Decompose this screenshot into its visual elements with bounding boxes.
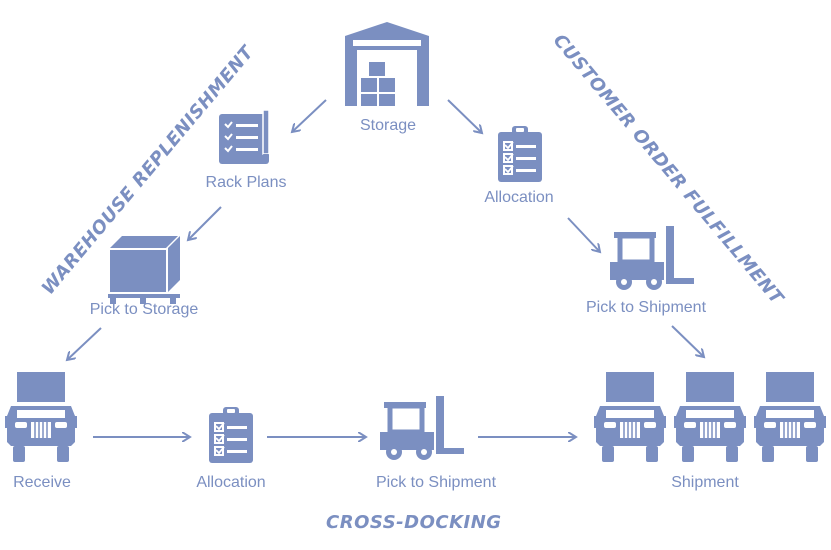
arrow-pick-storage-to-receive — [67, 327, 102, 360]
forklift-icon — [610, 226, 694, 290]
node-label-pick-to-shipment-bottom: Pick to Shipment — [375, 474, 497, 491]
node-label-pick-to-storage: Pick to Storage — [89, 301, 199, 318]
pallet-box-icon — [108, 236, 180, 304]
arrow-rack-plans-to-pick-storage — [188, 206, 222, 240]
flow-arrows — [67, 99, 704, 437]
clipboard-icon — [497, 125, 543, 183]
clipboard-icon — [208, 406, 254, 464]
node-label-pick-to-shipment-top: Pick to Shipment — [585, 299, 707, 316]
arrow-allocation-to-forklift — [567, 217, 600, 252]
node-label-rack-plans: Rack Plans — [205, 174, 287, 191]
node-label-allocation-top: Allocation — [484, 189, 554, 206]
warehouse-icon — [345, 22, 429, 106]
arrow-storage-to-allocation — [447, 99, 482, 133]
truck-icon — [593, 371, 667, 463]
truck-icon — [753, 371, 827, 463]
arrow-storage-to-rack-plans — [292, 99, 327, 132]
truck-icon — [4, 371, 78, 463]
forklift-icon — [380, 396, 464, 460]
node-label-receive: Receive — [13, 474, 71, 491]
truck-icon — [673, 371, 747, 463]
node-label-storage: Storage — [359, 117, 417, 134]
section-title-cross-docking: CROSS-DOCKING — [326, 512, 502, 533]
arrow-forklift-to-shipment — [671, 325, 704, 357]
node-label-allocation-bottom: Allocation — [196, 474, 266, 491]
checklist-icon — [219, 109, 270, 164]
node-label-shipment: Shipment — [671, 474, 739, 491]
